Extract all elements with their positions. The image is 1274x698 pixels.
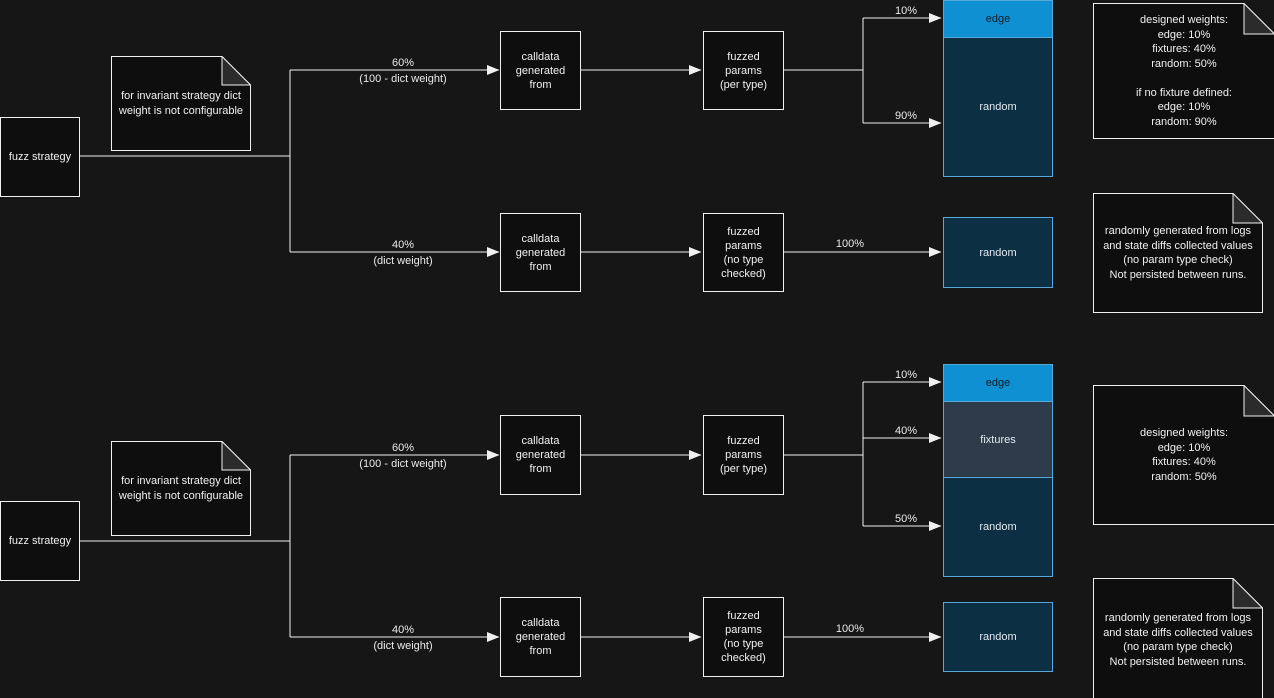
invariant-note: for invariant strategy dict weight is no… xyxy=(111,56,251,151)
random-segment: random xyxy=(944,37,1052,176)
fuzzed-params-node: fuzzed params (per type) xyxy=(703,415,784,495)
plain-connectors xyxy=(80,18,864,637)
designed-weights-note-text: designed weights: edge: 10% fixtures: 40… xyxy=(1135,14,1232,128)
weight-formula-label: (100 - dict weight) xyxy=(359,458,447,470)
weights-stack: edge random xyxy=(943,0,1053,177)
fixtures-segment: fixtures xyxy=(944,401,1052,477)
weight-percent-label: 40% xyxy=(391,624,415,636)
note-outline xyxy=(1093,193,1263,313)
designed-weights-note-text: designed weights: edge: 10% fixtures: 40… xyxy=(1139,427,1229,483)
hundred-percent-label: 100% xyxy=(835,238,865,250)
fuzzed-params-node: fuzzed params (per type) xyxy=(703,31,784,110)
invariant-note: for invariant strategy dict weight is no… xyxy=(111,441,251,536)
fuzzed-params-node: fuzzed params (no type checked) xyxy=(703,597,784,677)
fuzzed-params-node: fuzzed params (no type checked) xyxy=(703,213,784,292)
dict-collected-note: randomly generated from logs and state d… xyxy=(1093,193,1263,313)
edge-segment: edge xyxy=(944,1,1052,37)
invariant-note-text: for invariant strategy dict weight is no… xyxy=(118,475,244,502)
calldata-node: calldata generated from xyxy=(500,415,581,495)
random-segment: random xyxy=(944,477,1052,576)
calldata-node: calldata generated from xyxy=(500,597,581,677)
fixtures-percent-label: 40% xyxy=(894,425,918,437)
note-outline xyxy=(1093,578,1263,698)
weight-percent-label: 60% xyxy=(391,442,415,454)
fuzz-strategy-node: fuzz strategy xyxy=(0,501,80,581)
random-node: random xyxy=(943,217,1053,288)
dict-collected-note-text: randomly generated from logs and state d… xyxy=(1103,612,1253,668)
random-percent-label: 50% xyxy=(894,513,918,525)
hundred-percent-label: 100% xyxy=(835,623,865,635)
edge-percent-label: 10% xyxy=(894,369,918,381)
invariant-note-text: for invariant strategy dict weight is no… xyxy=(118,90,244,117)
weight-formula-label: (dict weight) xyxy=(373,255,433,267)
weight-percent-label: 40% xyxy=(391,239,415,251)
arrow-connectors xyxy=(290,13,942,642)
weight-formula-label: (dict weight) xyxy=(373,640,433,652)
note-outline xyxy=(111,441,251,536)
note-outline xyxy=(1093,385,1274,525)
calldata-node: calldata generated from xyxy=(500,213,581,292)
fuzz-strategy-node: fuzz strategy xyxy=(0,117,80,197)
calldata-node: calldata generated from xyxy=(500,31,581,110)
edge-percent-label: 10% xyxy=(894,5,918,17)
weight-formula-label: (100 - dict weight) xyxy=(359,73,447,85)
edge-segment: edge xyxy=(944,365,1052,401)
random-node: random xyxy=(943,602,1053,672)
weights-stack: edge fixtures random xyxy=(943,364,1053,577)
designed-weights-note: designed weights: edge: 10% fixtures: 40… xyxy=(1093,3,1274,139)
weight-percent-label: 60% xyxy=(391,57,415,69)
note-outline xyxy=(1093,3,1274,139)
designed-weights-note: designed weights: edge: 10% fixtures: 40… xyxy=(1093,385,1274,525)
random-percent-label: 90% xyxy=(894,110,918,122)
dict-collected-note-text: randomly generated from logs and state d… xyxy=(1103,225,1253,281)
dict-collected-note: randomly generated from logs and state d… xyxy=(1093,578,1263,698)
note-outline xyxy=(111,56,251,151)
